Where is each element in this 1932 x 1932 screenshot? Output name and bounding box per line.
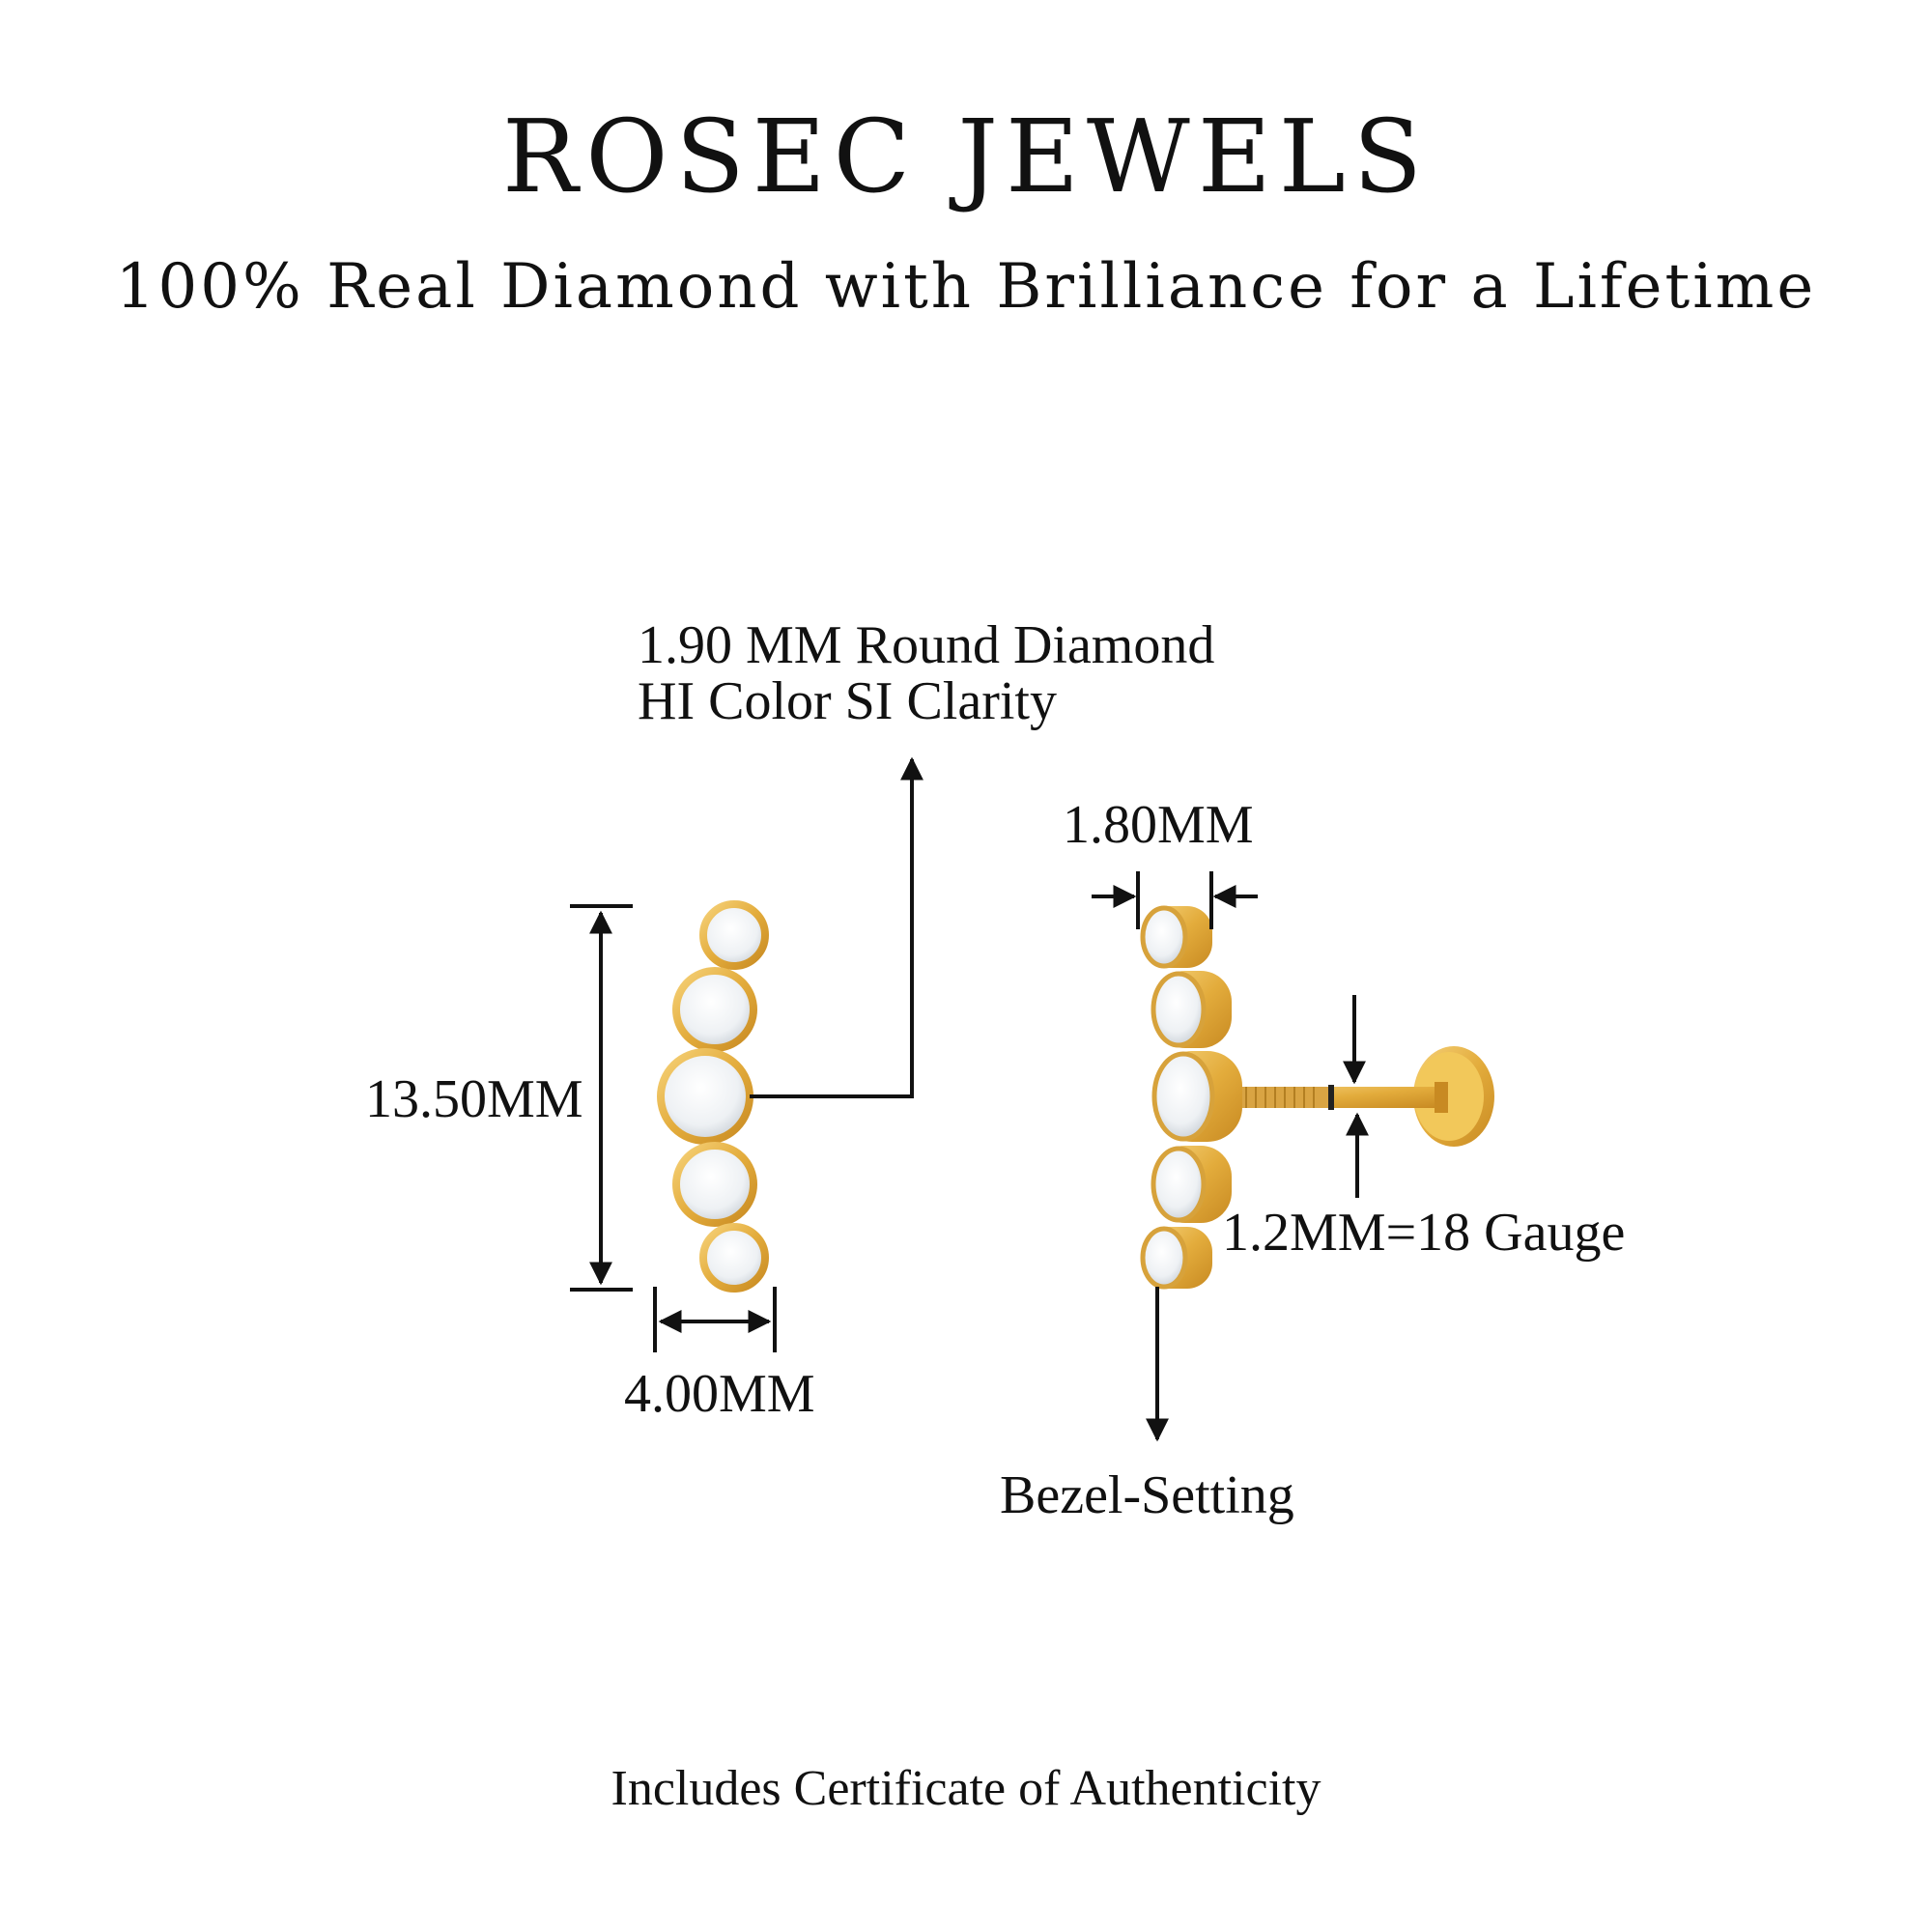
- width-dimension: [653, 1287, 777, 1352]
- gauge-dimension: [1343, 995, 1369, 1198]
- front-stone-3: [657, 1048, 753, 1145]
- top-width-dimension: [1092, 871, 1258, 929]
- top-width-label: 1.80MM: [1063, 795, 1254, 855]
- front-stone-1: [699, 900, 769, 970]
- setting-label: Bezel-Setting: [1000, 1465, 1294, 1525]
- gauge-label: 1.2MM=18 Gauge: [1222, 1203, 1626, 1263]
- front-view-earring: [657, 900, 769, 1293]
- front-stone-2: [672, 967, 757, 1052]
- length-label: 13.50MM: [365, 1069, 583, 1129]
- side-view-earring: [1140, 905, 1494, 1290]
- stone-spec-leader: [750, 756, 923, 1098]
- front-stone-4: [672, 1142, 757, 1227]
- stone-spec-line2: HI Color SI Clarity: [638, 671, 1057, 731]
- front-stone-5: [699, 1223, 769, 1293]
- length-dimension: [570, 904, 633, 1292]
- brand-tagline: 100% Real Diamond with Brilliance for a …: [115, 251, 1817, 323]
- stone-spec-line1: 1.90 MM Round Diamond: [638, 615, 1215, 675]
- brand-title: ROSEC JEWELS: [501, 98, 1431, 215]
- certificate-note: Includes Certificate of Authenticity: [611, 1761, 1321, 1816]
- width-label: 4.00MM: [624, 1364, 815, 1424]
